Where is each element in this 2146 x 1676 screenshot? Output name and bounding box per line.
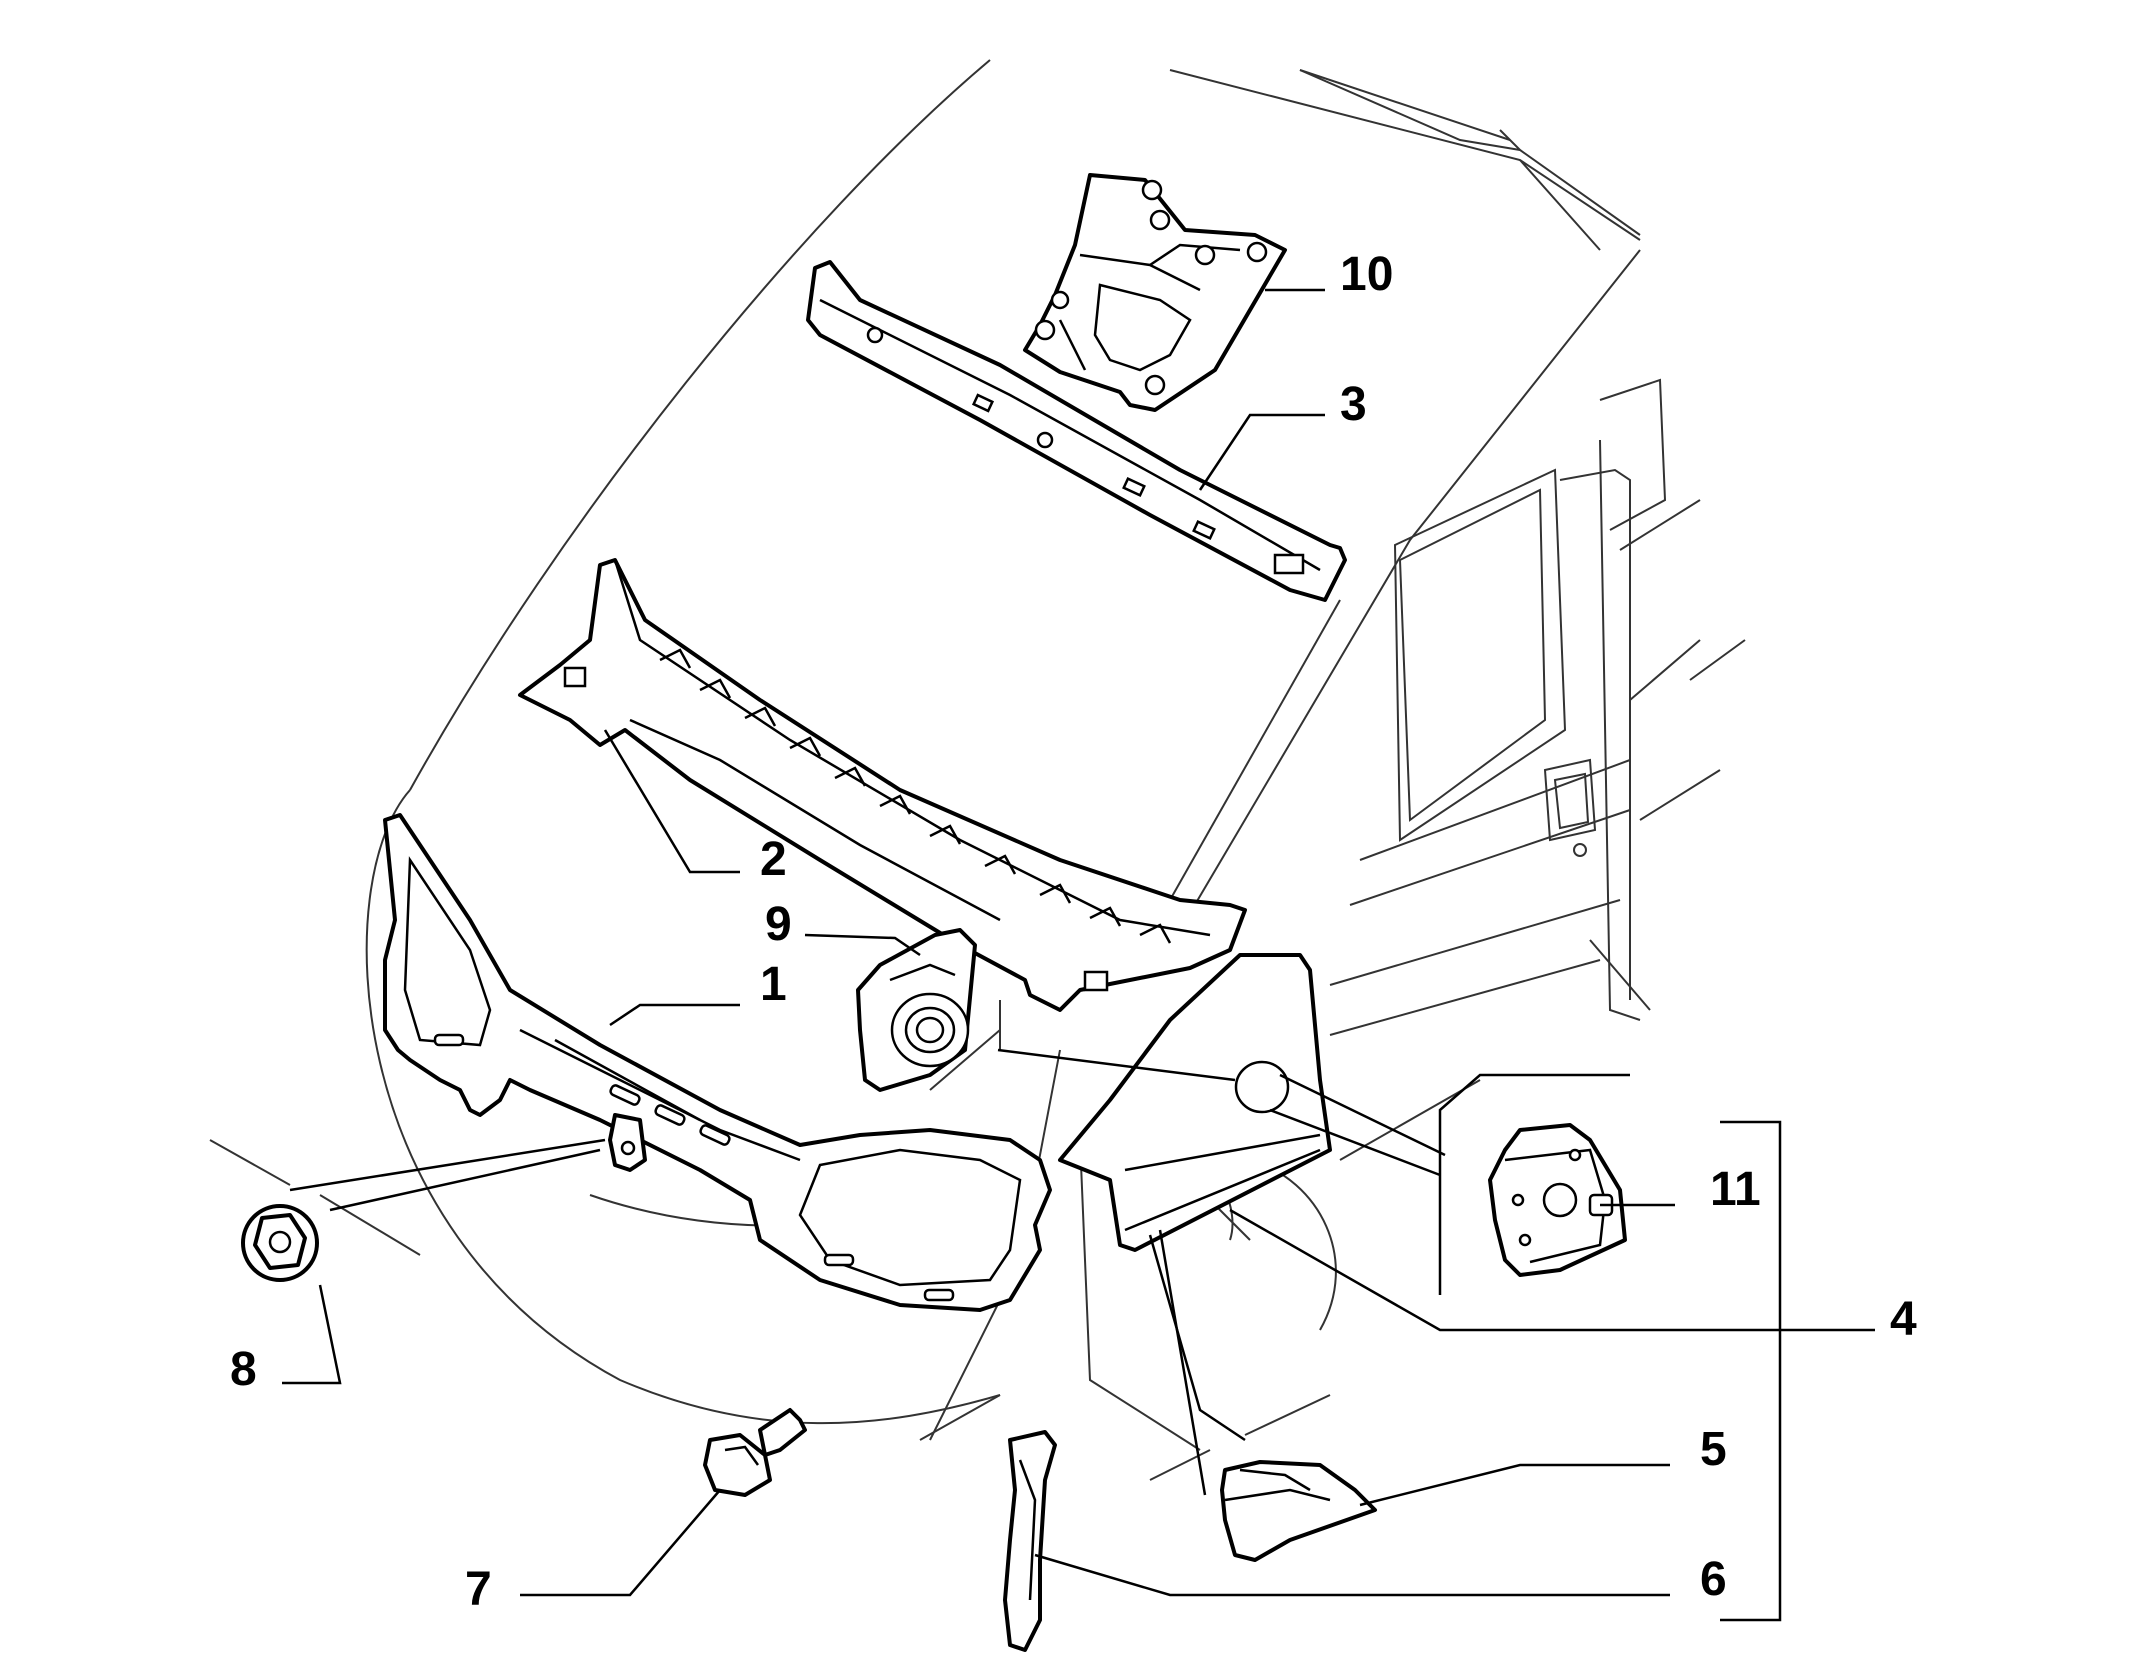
callout-10: 10 (1340, 248, 1393, 301)
callout-9: 9 (765, 898, 792, 951)
part-1-front-crossmember (383, 813, 1052, 1312)
leader-lines (282, 288, 1875, 1622)
part-9-panel (856, 928, 977, 1092)
callout-5: 5 (1700, 1423, 1727, 1476)
part-4-side-panel (1058, 953, 1332, 1252)
callout-6: 6 (1700, 1553, 1727, 1606)
part-10-roof-bracket (1023, 173, 1287, 412)
callout-8: 8 (230, 1343, 257, 1396)
callouts: 10 3 2 9 1 11 4 8 5 7 6 (230, 248, 1917, 1616)
part-3-upper-crossmember (806, 260, 1347, 602)
callout-4: 4 (1890, 1293, 1917, 1346)
part-5-bracket (1220, 1460, 1377, 1562)
vehicle-body-outline (209, 59, 1746, 1481)
callout-3: 3 (1340, 378, 1367, 431)
callout-2: 2 (760, 833, 787, 886)
part-6-pillar-strip (1003, 1430, 1057, 1652)
part-8-nut (241, 1204, 319, 1282)
part-11-mount (1488, 1123, 1627, 1277)
callout-7: 7 (465, 1563, 492, 1616)
part-7-bolt (703, 1408, 807, 1497)
callout-1: 1 (760, 958, 787, 1011)
part-2-cowl-panel (518, 558, 1247, 1012)
callout-11: 11 (1710, 1163, 1761, 1216)
